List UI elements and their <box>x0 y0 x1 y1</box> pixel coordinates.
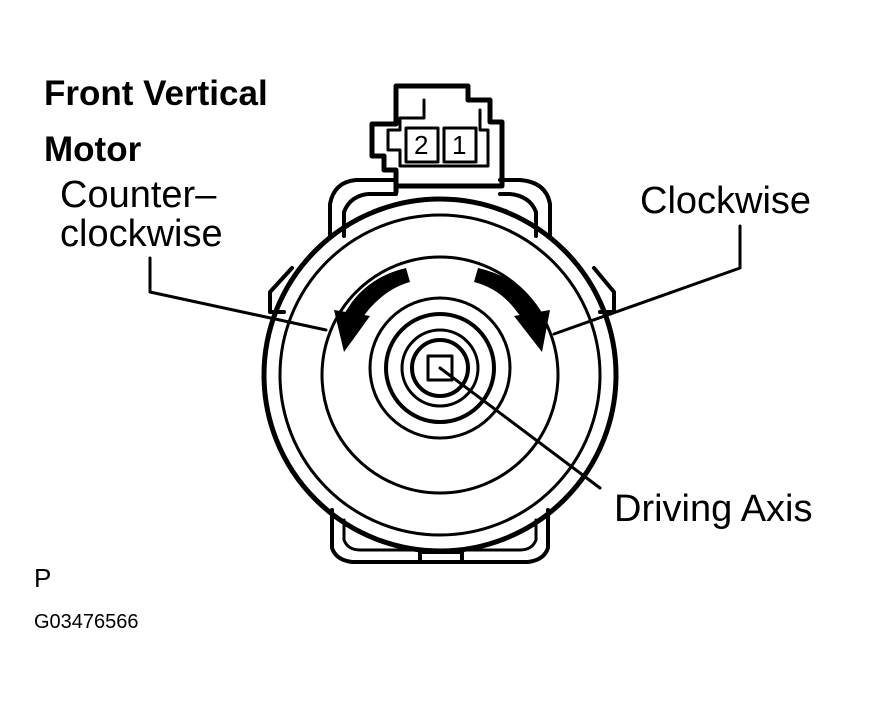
outer-housing-ring <box>261 196 619 554</box>
top-housing-tab <box>328 178 552 238</box>
connector-pin-1-box <box>442 126 478 164</box>
counterclockwise-label-line-2: clockwise <box>60 213 223 255</box>
hub-ring-middle <box>384 312 496 424</box>
hub-ring-outer <box>368 296 512 440</box>
driving-axis-label: Driving Axis <box>614 488 813 530</box>
connector-pin-1-label: 1 <box>452 130 467 160</box>
bottom-housing-step <box>342 518 538 552</box>
clockwise-arrow-body <box>474 268 540 318</box>
counterclockwise-leader-line <box>148 256 328 332</box>
clockwise-label: Clockwise <box>640 180 812 222</box>
driving-axis-square <box>426 354 454 382</box>
counterclockwise-arrow-body <box>344 268 410 318</box>
counterclockwise-label-line-1: Counter– <box>60 174 217 216</box>
title-line-2: Motor <box>44 130 142 169</box>
connector-pin-2-box <box>404 126 440 164</box>
clockwise-leader-line <box>552 224 742 336</box>
title-line-1: Front Vertical <box>44 74 268 113</box>
connector-body <box>369 83 505 195</box>
connector-inner-outline <box>386 98 490 168</box>
face-ring <box>320 255 560 495</box>
driving-axis-leader-line <box>438 366 602 490</box>
clockwise-arrowhead <box>514 310 550 352</box>
connector-pin-2-label: 2 <box>414 130 429 160</box>
bottom-housing-notch <box>418 550 464 564</box>
figure-code: G03476566 <box>34 611 139 633</box>
top-housing-step <box>342 192 538 238</box>
marker-p: P <box>34 563 52 593</box>
counterclockwise-arrowhead <box>334 310 370 352</box>
hub-ring-inner <box>400 328 480 408</box>
hub-ring-core <box>410 338 470 398</box>
inner-housing-ring <box>278 213 602 537</box>
bottom-housing-tab <box>330 508 550 564</box>
